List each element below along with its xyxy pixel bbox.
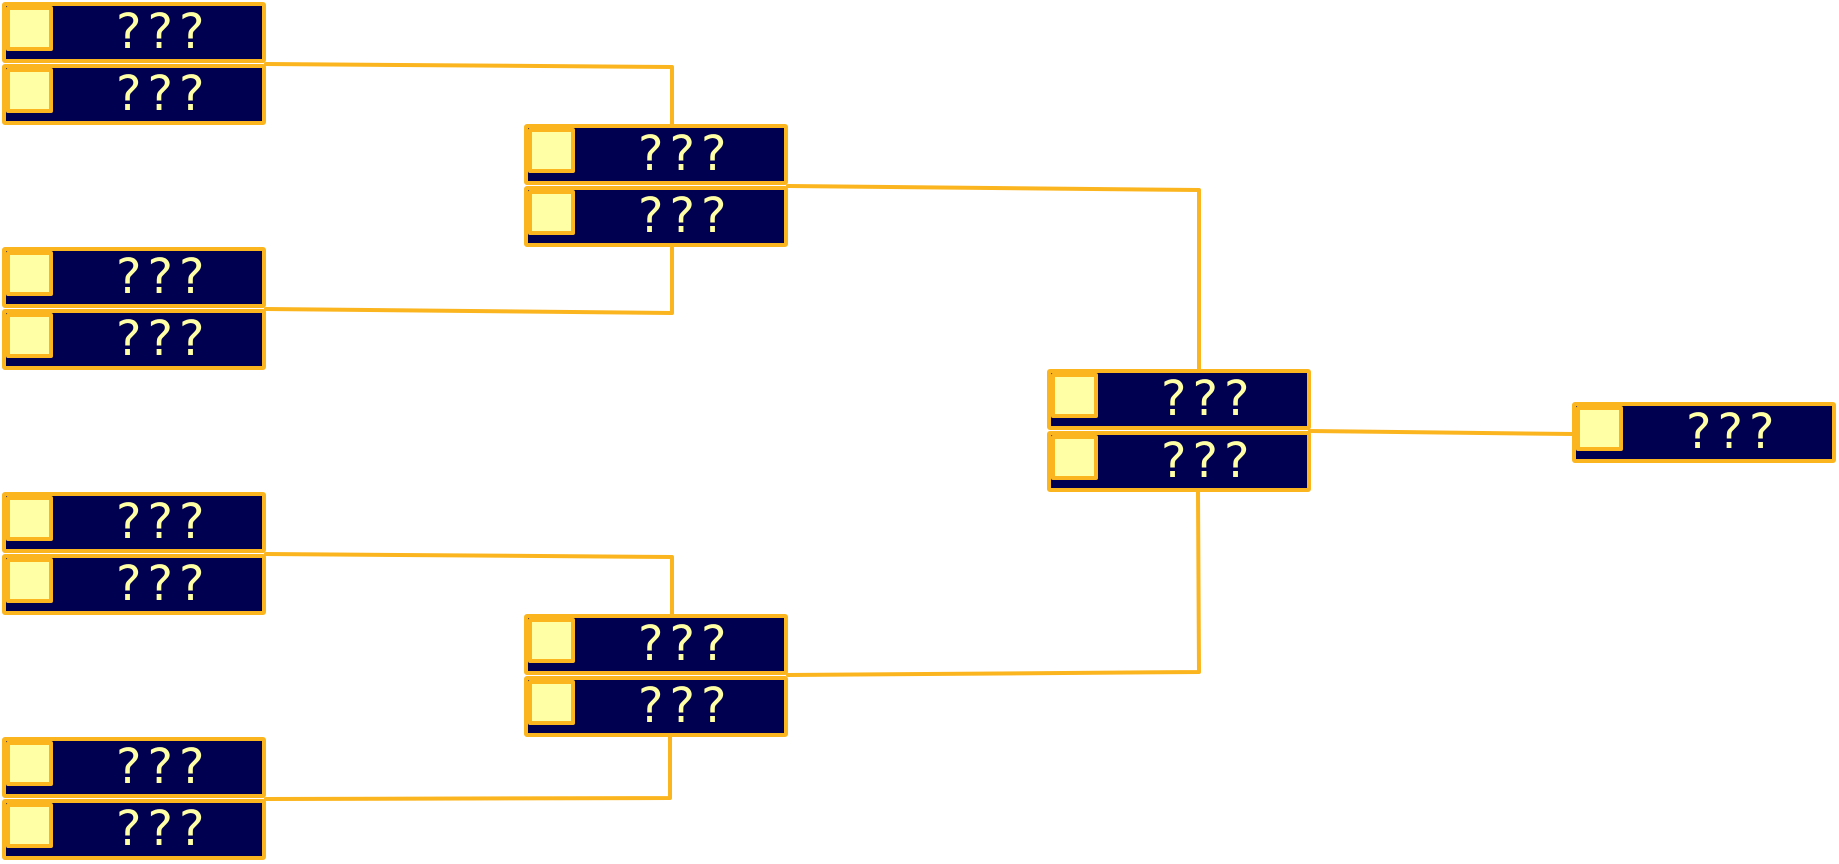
connector-r1m2-to-r2m1 (264, 246, 674, 315)
r2-match1-top-name[interactable]: ??? (638, 126, 733, 182)
r2-match2-top-slot[interactable]: ??? (524, 614, 788, 675)
r1-match1-top-seed-box[interactable] (6, 6, 53, 51)
r1-match1-top-name[interactable]: ??? (116, 4, 211, 60)
r2-match1-bottom-seed-box[interactable] (528, 190, 575, 235)
connector-r1m1-to-r2m1 (264, 62, 674, 126)
final-top-seed-box[interactable] (1051, 373, 1098, 418)
r1-match4-bottom-seed-box[interactable] (6, 803, 53, 848)
r2-match1-bottom-name[interactable]: ??? (638, 188, 733, 244)
final-bottom-name[interactable]: ??? (1161, 433, 1256, 489)
r1-match1-bottom-slot[interactable]: ??? (2, 64, 266, 125)
r1-match4-top-slot[interactable]: ??? (2, 737, 266, 798)
connector-r2m1-to-final (786, 184, 1201, 371)
r2-match2-bottom-name[interactable]: ??? (638, 678, 733, 734)
r1-match2-bottom-slot[interactable]: ??? (2, 309, 266, 370)
final-top-name[interactable]: ??? (1161, 371, 1256, 427)
final-top-slot[interactable]: ??? (1047, 369, 1311, 430)
connector-r1m3-to-r2m2 (264, 552, 674, 616)
r1-match4-bottom-name[interactable]: ??? (116, 801, 211, 857)
r1-match2-top-slot[interactable]: ??? (2, 247, 266, 308)
final-bottom-slot[interactable]: ??? (1047, 431, 1311, 492)
r1-match1-top-slot[interactable]: ??? (2, 2, 266, 63)
r2-match1-bottom-slot[interactable]: ??? (524, 186, 788, 247)
r2-match2-top-name[interactable]: ??? (638, 616, 733, 672)
r1-match3-bottom-seed-box[interactable] (6, 558, 53, 603)
champion-name[interactable]: ??? (1686, 404, 1781, 460)
r2-match1-top-seed-box[interactable] (528, 128, 575, 173)
connector-r1m4-to-r2m2 (264, 735, 672, 801)
connector-final-to-champion (1308, 429, 1575, 436)
r1-match3-top-seed-box[interactable] (6, 496, 53, 541)
r1-match4-bottom-slot[interactable]: ??? (2, 799, 266, 860)
r1-match2-top-seed-box[interactable] (6, 251, 53, 296)
r1-match3-bottom-slot[interactable]: ??? (2, 554, 266, 615)
r2-match2-bottom-seed-box[interactable] (528, 680, 575, 725)
champion-slot[interactable]: ??? (1572, 402, 1836, 463)
r2-match1-top-slot[interactable]: ??? (524, 124, 788, 185)
r1-match3-top-name[interactable]: ??? (116, 494, 211, 550)
r1-match1-bottom-name[interactable]: ??? (116, 66, 211, 122)
r2-match2-top-seed-box[interactable] (528, 618, 575, 663)
r1-match3-bottom-name[interactable]: ??? (116, 556, 211, 612)
connector-r2m2-to-final (786, 490, 1201, 677)
champion-seed-box[interactable] (1576, 406, 1623, 451)
r1-match1-bottom-seed-box[interactable] (6, 68, 53, 113)
r1-match3-top-slot[interactable]: ??? (2, 492, 266, 553)
r2-match2-bottom-slot[interactable]: ??? (524, 676, 788, 737)
r1-match2-bottom-seed-box[interactable] (6, 313, 53, 358)
r1-match4-top-seed-box[interactable] (6, 741, 53, 786)
r1-match2-bottom-name[interactable]: ??? (116, 311, 211, 367)
r1-match2-top-name[interactable]: ??? (116, 249, 211, 305)
r1-match4-top-name[interactable]: ??? (116, 739, 211, 795)
final-bottom-seed-box[interactable] (1051, 435, 1098, 480)
